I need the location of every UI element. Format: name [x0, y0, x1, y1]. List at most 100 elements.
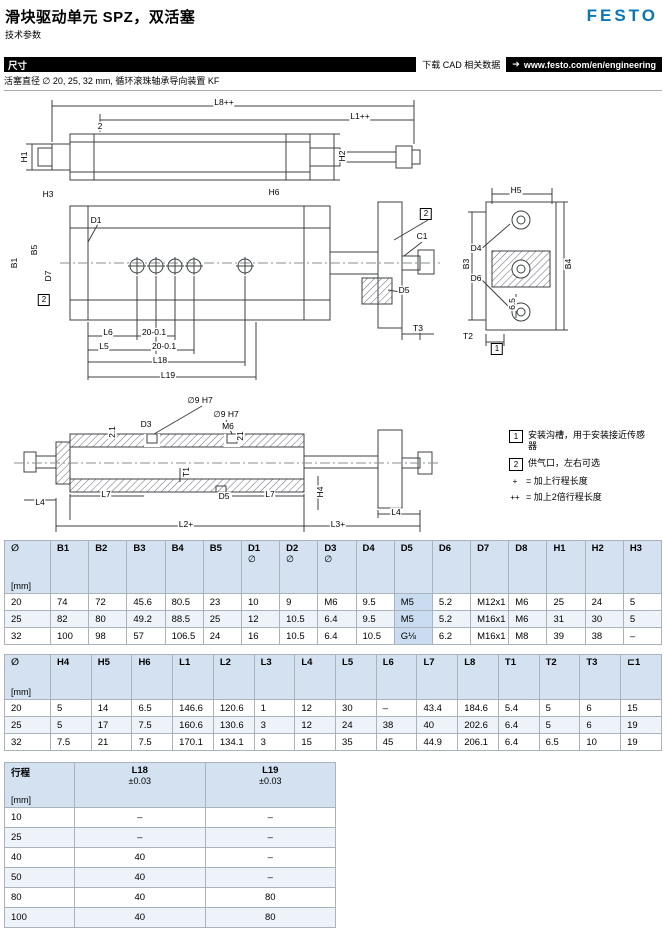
column-header: ⊏1: [620, 654, 662, 700]
table-cell: 40: [74, 847, 206, 868]
table-cell: 24: [335, 716, 377, 734]
bar-spacer: [27, 57, 416, 72]
page-title: 滑块驱动单元 SPZ，双活塞: [5, 9, 196, 26]
table-cell: 39: [546, 627, 586, 645]
dim-label: 20-0.1: [140, 326, 168, 337]
table-cell: 43.4: [416, 699, 459, 717]
table-cell: 16: [240, 627, 281, 645]
table-row: 25––: [4, 827, 336, 848]
column-header: L5: [335, 654, 377, 700]
table-cell: 45: [375, 733, 418, 751]
table-cell: M6: [508, 610, 548, 628]
column-header: D7: [470, 540, 510, 594]
dim-label: 21: [234, 430, 245, 442]
dim-label: B3: [460, 257, 471, 271]
table-cell: 100: [49, 627, 90, 645]
dim-label: D3: [139, 418, 153, 429]
table-cell: 20: [4, 593, 51, 611]
dim-label: D4: [469, 242, 483, 253]
table-cell: 50: [4, 867, 75, 888]
note-marker: 1: [490, 343, 504, 355]
note-marker: 2: [419, 208, 433, 220]
technical-drawing: [14, 100, 568, 532]
table-cell: 35: [335, 733, 377, 751]
column-header: L2: [212, 654, 255, 700]
table-cell: 80: [4, 887, 75, 908]
table-cell: 6: [579, 716, 622, 734]
table-cell: 9: [279, 593, 319, 611]
table-cell: 40: [74, 867, 206, 888]
dim-label: L7: [100, 488, 112, 499]
table-cell: 5: [538, 699, 581, 717]
table-cell: –: [204, 827, 336, 848]
download-cad-label: 下载 CAD 相关数据: [416, 57, 507, 72]
table-cell: 23: [202, 593, 242, 611]
column-header: D8: [508, 540, 548, 594]
column-header: D1∅: [240, 540, 281, 594]
table-cell: M5: [393, 610, 433, 628]
table-cell: 5: [50, 699, 92, 717]
dim-label: T2: [462, 330, 474, 341]
table-cell: 30: [584, 610, 624, 628]
table-cell: 25: [4, 716, 51, 734]
table-cell: 25: [4, 610, 51, 628]
table-cell: 25: [546, 593, 586, 611]
dim-label: L7: [264, 488, 276, 499]
download-url-text: www.festo.com/en/engineering: [523, 59, 656, 70]
table-cell: 106.5: [164, 627, 204, 645]
table-cell: 98: [88, 627, 128, 645]
column-header: 行程[mm]: [4, 762, 75, 808]
download-url-button[interactable]: ➔ www.festo.com/en/engineering: [506, 57, 662, 72]
dim-label: D7: [42, 269, 53, 283]
table-cell: 49.2: [126, 610, 166, 628]
column-header: H2: [584, 540, 624, 594]
table-cell: 6.2: [431, 627, 472, 645]
dim-label: B1: [8, 256, 19, 270]
arrow-right-icon: ➔: [512, 59, 520, 69]
dim-label: H2: [336, 149, 347, 163]
dim-label: L2+: [177, 518, 195, 529]
dim-label: L18: [151, 354, 169, 365]
table-cell: 6.4: [497, 733, 540, 751]
front-view: [60, 201, 440, 380]
table-cell: 6.5: [131, 699, 174, 717]
table-cell: 134.1: [212, 733, 255, 751]
table-cell: 184.6: [457, 699, 499, 717]
column-header: L3: [253, 654, 296, 700]
page-subtitle: 技术参数: [5, 30, 42, 40]
legend-text-2: 供气口，左右可选: [528, 457, 601, 468]
column-header: D6: [431, 540, 472, 594]
table-cell: 6.5: [538, 733, 581, 751]
table-cell: M16x1: [470, 610, 510, 628]
table-cell: 10: [240, 593, 281, 611]
dim-label: C1: [415, 230, 429, 241]
table-cell: 88.5: [164, 610, 204, 628]
legend-item: + = 加上行程长度: [509, 476, 649, 487]
dim-label: 20-0.1: [150, 340, 178, 351]
legend-marker-2: 2: [509, 457, 523, 471]
dim-label: L1++: [349, 110, 371, 121]
legend-marker-plusplus: ++: [510, 492, 520, 502]
column-header: H3: [622, 540, 663, 594]
table-cell: 80.5: [164, 593, 204, 611]
intro-text: 活塞直径 ∅ 20, 25, 32 mm, 循环滚珠轴承导向装置 KF: [4, 74, 662, 91]
dim-label: H3: [41, 188, 55, 199]
table-cell: 7.5: [50, 733, 92, 751]
table-cell: M16x1: [470, 627, 510, 645]
table-cell: 38: [584, 627, 624, 645]
table-cell: 38: [375, 716, 418, 734]
table-cell: 40: [74, 887, 206, 908]
table-cell: 80: [204, 907, 336, 928]
dim-label: 2: [96, 120, 104, 131]
section-title: 尺寸: [8, 60, 28, 72]
table-cell: 7.5: [131, 716, 174, 734]
table-cell: –: [74, 827, 206, 848]
